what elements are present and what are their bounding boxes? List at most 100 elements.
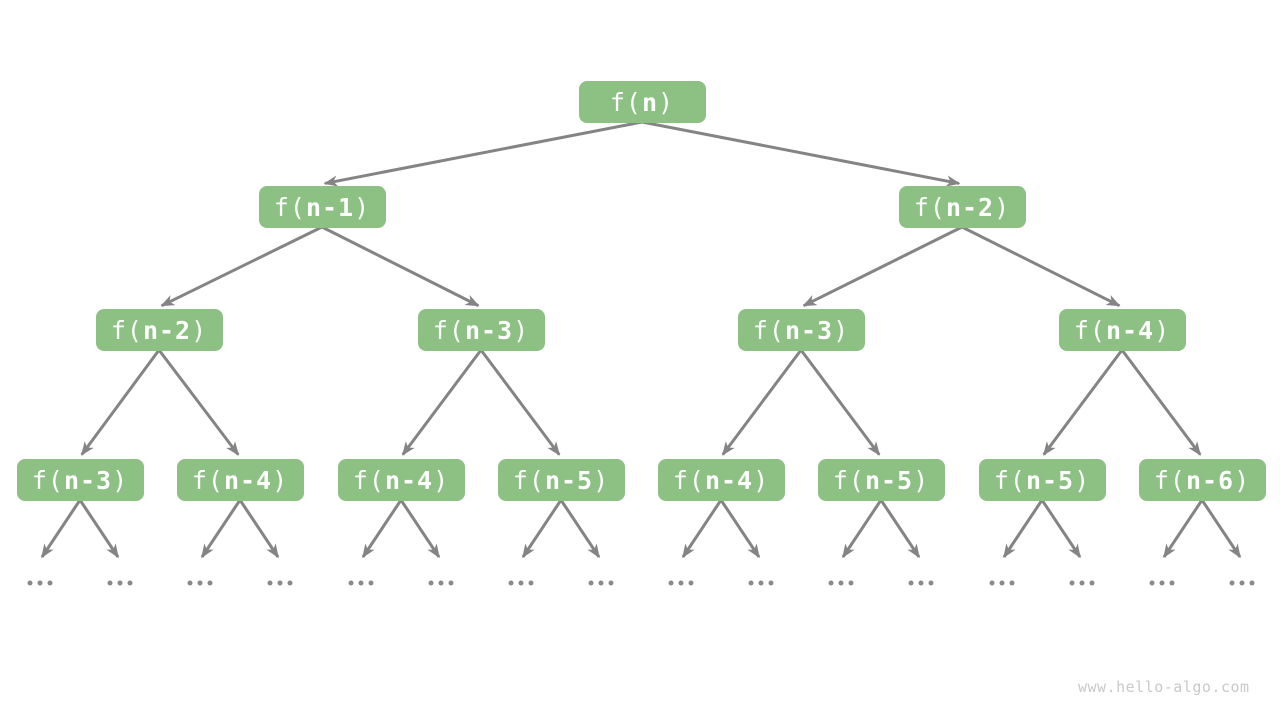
tree-node-n9: f(n-4) bbox=[337, 459, 465, 501]
ellipsis bbox=[1149, 580, 1175, 586]
tree-node-n11: f(n-4) bbox=[657, 459, 785, 501]
ellipsis bbox=[908, 580, 934, 586]
node-label-pre: f( bbox=[1153, 465, 1186, 495]
ellipsis-dot bbox=[287, 580, 293, 586]
edge-arrow bbox=[200, 499, 242, 559]
node-label-pre: f( bbox=[993, 465, 1026, 495]
ellipsis-dot bbox=[1069, 580, 1075, 586]
node-label-post: ) bbox=[272, 465, 289, 495]
node-label-var: n-4 bbox=[384, 465, 434, 495]
node-label-var: n-5 bbox=[864, 465, 914, 495]
node-label-post: ) bbox=[994, 192, 1011, 222]
tree-node-n13: f(n-5) bbox=[978, 459, 1106, 501]
ellipsis-dot bbox=[428, 580, 434, 586]
edge-arrow bbox=[323, 120, 643, 187]
edge-arrow bbox=[1162, 499, 1204, 559]
edge-arrow bbox=[321, 225, 480, 307]
ellipsis-dot bbox=[1159, 580, 1165, 586]
edge-arrow bbox=[361, 499, 403, 559]
edge-arrow bbox=[238, 499, 280, 559]
tree-node-n14: f(n-6) bbox=[1138, 459, 1266, 501]
ellipsis-dot bbox=[1249, 580, 1255, 586]
node-label-var: n-1 bbox=[305, 192, 355, 222]
edge-arrow bbox=[721, 349, 803, 456]
edge-arrow bbox=[681, 499, 723, 559]
ellipsis-dot bbox=[1239, 580, 1245, 586]
ellipsis-dot bbox=[1089, 580, 1095, 586]
node-label-pre: f( bbox=[191, 465, 224, 495]
node-label-post: ) bbox=[354, 192, 371, 222]
node-label-post: ) bbox=[433, 465, 450, 495]
tree-node-n10: f(n-5) bbox=[497, 459, 625, 501]
ellipsis-dot bbox=[187, 580, 193, 586]
edge-arrow bbox=[879, 499, 921, 559]
edge-arrow bbox=[559, 499, 601, 559]
edge-arrow bbox=[1040, 499, 1082, 559]
ellipsis-dot bbox=[608, 580, 614, 586]
edge-arrow bbox=[841, 499, 883, 559]
node-label-pre: f( bbox=[110, 315, 143, 345]
ellipsis-dot bbox=[828, 580, 834, 586]
ellipsis-dot bbox=[348, 580, 354, 586]
ellipsis-dot bbox=[267, 580, 273, 586]
ellipsis-dot bbox=[908, 580, 914, 586]
tree-node-n4: f(n-3) bbox=[417, 309, 545, 351]
node-label-var: n-4 bbox=[704, 465, 754, 495]
ellipsis bbox=[1069, 580, 1095, 586]
ellipsis bbox=[1229, 580, 1255, 586]
tree-node-n12: f(n-5) bbox=[817, 459, 945, 501]
edge-arrow bbox=[157, 349, 240, 456]
ellipsis bbox=[348, 580, 374, 586]
edge-arrow bbox=[160, 225, 323, 308]
edge-arrow bbox=[80, 349, 161, 456]
node-label-pre: f( bbox=[273, 192, 306, 222]
node-label-var: n-4 bbox=[223, 465, 273, 495]
ellipsis-dot bbox=[1229, 580, 1235, 586]
node-label-var: n-4 bbox=[1105, 315, 1155, 345]
node-label-post: ) bbox=[1234, 465, 1251, 495]
ellipsis bbox=[267, 580, 293, 586]
ellipsis bbox=[828, 580, 854, 586]
ellipsis-dot bbox=[448, 580, 454, 586]
tree-node-n0: f(n) bbox=[578, 81, 706, 123]
node-label-var: n-6 bbox=[1185, 465, 1235, 495]
ellipsis-dot bbox=[277, 580, 283, 586]
ellipsis-dot bbox=[127, 580, 133, 586]
ellipsis bbox=[748, 580, 774, 586]
node-label-pre: f( bbox=[913, 192, 946, 222]
node-label-post: ) bbox=[833, 315, 850, 345]
node-label-pre: f( bbox=[352, 465, 385, 495]
ellipsis-dot bbox=[197, 580, 203, 586]
node-label-pre: f( bbox=[752, 315, 785, 345]
edge-arrow bbox=[641, 120, 961, 187]
ellipsis-dot bbox=[508, 580, 514, 586]
node-label-post: ) bbox=[593, 465, 610, 495]
edge-arrow bbox=[799, 349, 881, 456]
tree-node-n7: f(n-3) bbox=[16, 459, 144, 501]
ellipsis-dot bbox=[358, 580, 364, 586]
node-label-post: ) bbox=[1154, 315, 1171, 345]
node-label-var: n-5 bbox=[1025, 465, 1075, 495]
ellipsis-dot bbox=[768, 580, 774, 586]
node-label-pre: f( bbox=[832, 465, 865, 495]
ellipsis-dot bbox=[27, 580, 33, 586]
node-label-var: n-2 bbox=[945, 192, 995, 222]
node-label-pre: f( bbox=[31, 465, 64, 495]
edge-arrow bbox=[1002, 499, 1044, 559]
ellipsis-dot bbox=[588, 580, 594, 586]
ellipsis-dot bbox=[838, 580, 844, 586]
node-label-var: n-3 bbox=[784, 315, 834, 345]
ellipsis-dot bbox=[848, 580, 854, 586]
ellipsis-dot bbox=[117, 580, 123, 586]
ellipsis-dot bbox=[989, 580, 995, 586]
ellipsis bbox=[27, 580, 53, 586]
edge-arrow bbox=[401, 349, 483, 456]
node-label-var: n-3 bbox=[63, 465, 113, 495]
edge-arrow bbox=[1042, 349, 1124, 456]
ellipsis-dot bbox=[918, 580, 924, 586]
node-label-var: n bbox=[641, 87, 659, 117]
edge-arrow bbox=[719, 499, 761, 559]
ellipsis-dot bbox=[598, 580, 604, 586]
ellipsis-dot bbox=[928, 580, 934, 586]
tree-node-n3: f(n-2) bbox=[95, 309, 223, 351]
